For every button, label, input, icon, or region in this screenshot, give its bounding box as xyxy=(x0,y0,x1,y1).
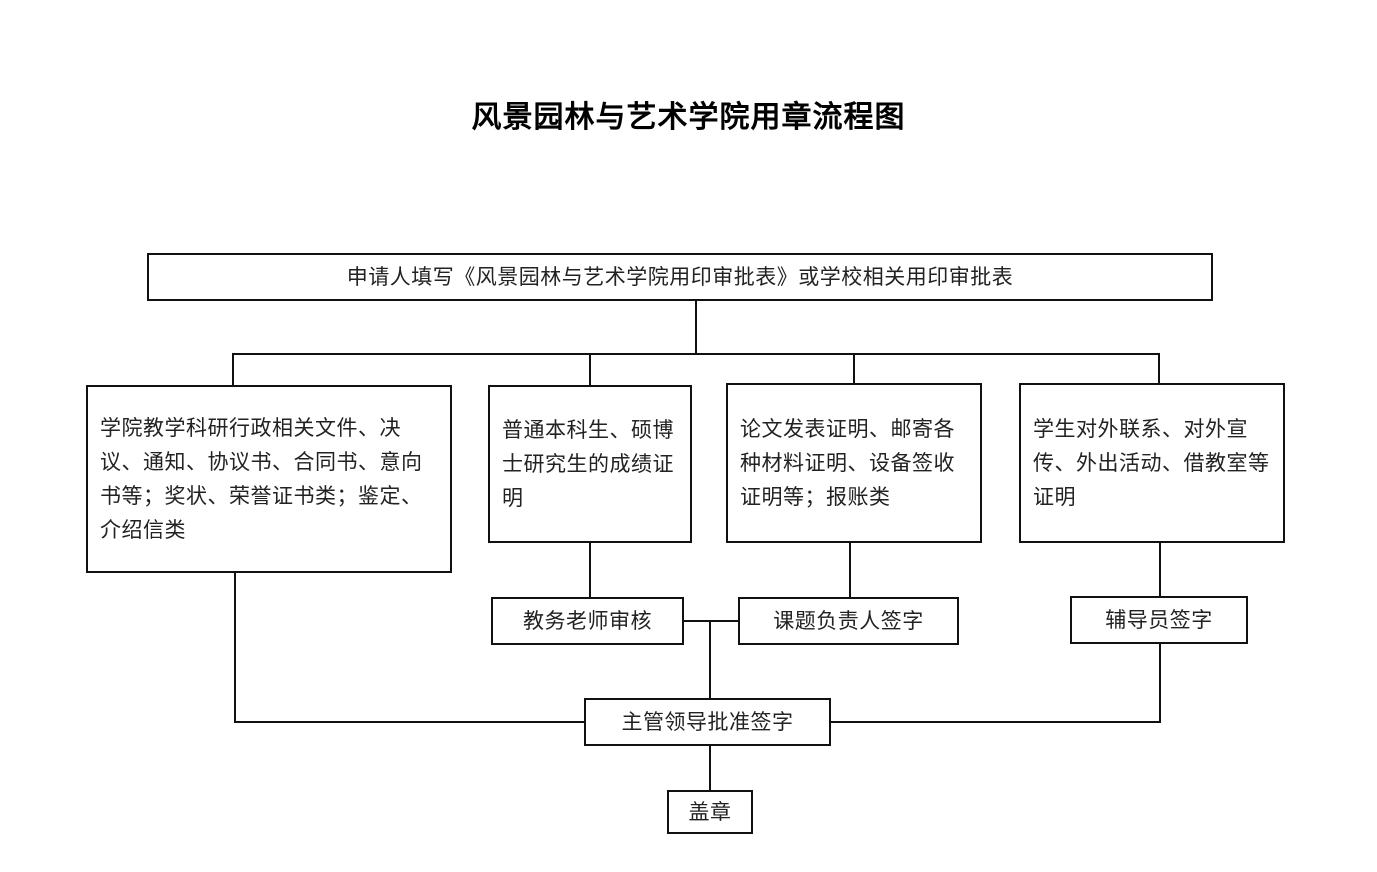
node-category-2-label: 普通本科生、硕博士研究生的成绩证明 xyxy=(502,417,674,510)
node-review-teacher-label: 教务老师审核 xyxy=(523,608,652,633)
node-category-4: 学生对外联系、对外宣传、外出活动、借教室等证明 xyxy=(1019,383,1285,543)
connector-category-4-to-counselor xyxy=(1159,543,1161,598)
connector-category-1-down xyxy=(234,573,236,722)
connector-bus-to-category-1 xyxy=(232,353,234,387)
connector-counselor-to-leader-approval xyxy=(829,721,1161,723)
connector-tie-to-leader-approval xyxy=(709,620,711,700)
node-counselor: 辅导员签字 xyxy=(1070,596,1248,644)
node-leader-approval: 主管领导批准签字 xyxy=(584,698,831,746)
connector-distribution-bus xyxy=(232,353,1160,355)
node-stamp-label: 盖章 xyxy=(688,799,732,824)
connector-bus-to-category-2 xyxy=(589,353,591,387)
node-category-3-label: 论文发表证明、邮寄各种材料证明、设备签收证明等；报账类 xyxy=(740,416,955,509)
page-title: 风景园林与艺术学院用章流程图 xyxy=(471,100,906,135)
node-category-4-label: 学生对外联系、对外宣传、外出活动、借教室等证明 xyxy=(1033,416,1270,509)
node-start-label: 申请人填写《风景园林与艺术学院用印审批表》或学校相关用印审批表 xyxy=(346,264,1014,289)
connector-category-2-to-review-teacher xyxy=(589,543,591,599)
node-counselor-label: 辅导员签字 xyxy=(1105,607,1213,632)
node-start: 申请人填写《风景园林与艺术学院用印审批表》或学校相关用印审批表 xyxy=(147,253,1213,301)
node-stamp: 盖章 xyxy=(667,790,753,834)
node-category-1-label: 学院教学科研行政相关文件、决议、通知、协议书、合同书、意向书等；奖状、荣誉证书类… xyxy=(100,415,423,543)
node-category-3: 论文发表证明、邮寄各种材料证明、设备签收证明等；报账类 xyxy=(726,383,982,543)
connector-counselor-down xyxy=(1159,644,1161,722)
node-review-teacher: 教务老师审核 xyxy=(491,597,684,645)
node-leader-approval-label: 主管领导批准签字 xyxy=(621,709,794,734)
node-project-leader: 课题负责人签字 xyxy=(738,597,959,645)
connector-leader-approval-to-stamp xyxy=(709,746,711,791)
connector-bus-to-category-4 xyxy=(1158,353,1160,385)
connector-category-1-to-leader-approval xyxy=(234,721,586,723)
node-category-2: 普通本科生、硕博士研究生的成绩证明 xyxy=(488,385,692,543)
connector-start-to-bus xyxy=(695,301,697,353)
connector-category-3-to-project-leader xyxy=(849,543,851,599)
node-category-1: 学院教学科研行政相关文件、决议、通知、协议书、合同书、意向书等；奖状、荣誉证书类… xyxy=(86,385,452,573)
connector-bus-to-category-3 xyxy=(853,353,855,385)
node-project-leader-label: 课题负责人签字 xyxy=(773,608,924,633)
connector-review-to-project-tie xyxy=(684,620,738,622)
